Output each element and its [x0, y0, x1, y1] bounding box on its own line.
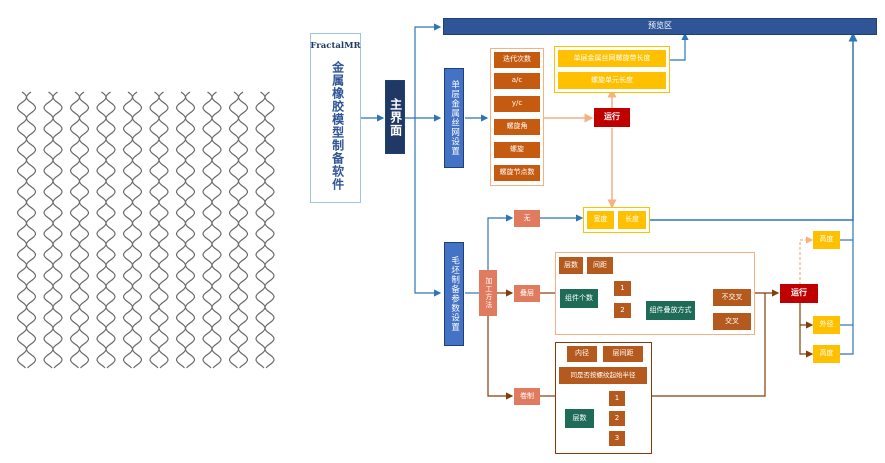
single-layer-settings-button[interactable]: 单层金属丝网设置 — [444, 68, 464, 168]
stack-method[interactable]: 组件叠放方式 — [646, 301, 695, 320]
stack-layers[interactable]: 层数 — [559, 257, 583, 274]
mesh-wire — [176, 91, 186, 369]
wire-mesh-illustration — [17, 91, 275, 369]
mesh-wire — [79, 91, 89, 369]
wind-layer-gap[interactable]: 层间距 — [603, 346, 643, 362]
output-outer-diameter: 外径 — [813, 316, 840, 334]
mesh-wire — [238, 91, 248, 369]
mesh-wire — [229, 91, 239, 369]
wind-inner-diameter[interactable]: 内径 — [567, 346, 597, 362]
wind-start-radius[interactable]: 同是否按螺纹起始半径 — [559, 367, 647, 384]
output-height-bottom: 高度 — [813, 345, 840, 363]
param-helix-nodes[interactable]: 螺旋节点数 — [494, 165, 540, 181]
output-height-top: 高度 — [813, 231, 840, 249]
mesh-wire — [132, 91, 142, 369]
process-method-label: 加工方法 — [479, 270, 497, 316]
stack-no-cross[interactable]: 不交叉 — [713, 289, 751, 306]
output-helix-unit-length: 螺旋单元长度 — [558, 72, 666, 89]
mesh-wire — [43, 91, 54, 369]
output-length: 长度 — [618, 211, 646, 229]
param-iterations[interactable]: 迭代次数 — [494, 52, 540, 68]
mesh-wire — [123, 91, 133, 369]
param-y-c[interactable]: y/c — [494, 96, 540, 112]
param-helix[interactable]: 螺旋 — [494, 142, 540, 158]
mesh-wire — [202, 91, 213, 369]
stack-cross[interactable]: 交叉 — [713, 313, 751, 330]
mesh-wire — [149, 91, 160, 369]
stack-option-2[interactable]: 2 — [614, 303, 631, 318]
single-layer-params-frame — [490, 48, 544, 186]
brand-label: FractalMR — [310, 41, 361, 51]
mesh-wire — [264, 91, 275, 369]
mesh-wire — [52, 91, 63, 369]
wind-option-3[interactable]: 3 — [609, 431, 625, 446]
mesh-wire — [96, 91, 107, 369]
preview-area: 预览区 — [443, 18, 877, 35]
mesh-wire — [70, 91, 80, 369]
blank-params-settings-button[interactable]: 毛坯制备参数设置 — [444, 242, 464, 346]
wind-option-2[interactable]: 2 — [609, 411, 625, 426]
branch-stack[interactable]: 叠层 — [514, 285, 540, 302]
stack-spacing[interactable]: 间距 — [587, 257, 613, 274]
param-a-c[interactable]: a/c — [494, 73, 540, 89]
mesh-wire — [185, 91, 195, 369]
branch-wind[interactable]: 卷制 — [514, 388, 540, 405]
mesh-wire — [26, 91, 36, 369]
mesh-wire — [211, 91, 222, 369]
mesh-wire — [17, 91, 27, 369]
software-name: 金属橡胶模型制备软件 — [327, 56, 347, 196]
output-helix-band-length: 单层金属丝网螺旋带长度 — [558, 50, 666, 67]
mesh-wire — [158, 91, 169, 369]
branch-none[interactable]: 无 — [514, 210, 540, 227]
run-button-single-layer[interactable]: 运行 — [594, 108, 630, 127]
mesh-wire — [255, 91, 266, 369]
wind-layers[interactable]: 层数 — [565, 409, 594, 428]
output-width: 宽度 — [587, 211, 614, 229]
run-button-blank[interactable]: 运行 — [780, 284, 818, 303]
param-helix-angle[interactable]: 螺旋角 — [494, 119, 540, 135]
stack-component-count[interactable]: 组件个数 — [560, 289, 598, 308]
mesh-wire — [105, 91, 116, 369]
wind-option-1[interactable]: 1 — [609, 391, 625, 406]
stack-option-1[interactable]: 1 — [614, 281, 631, 296]
main-ui-button[interactable]: 主界面 — [385, 80, 405, 154]
